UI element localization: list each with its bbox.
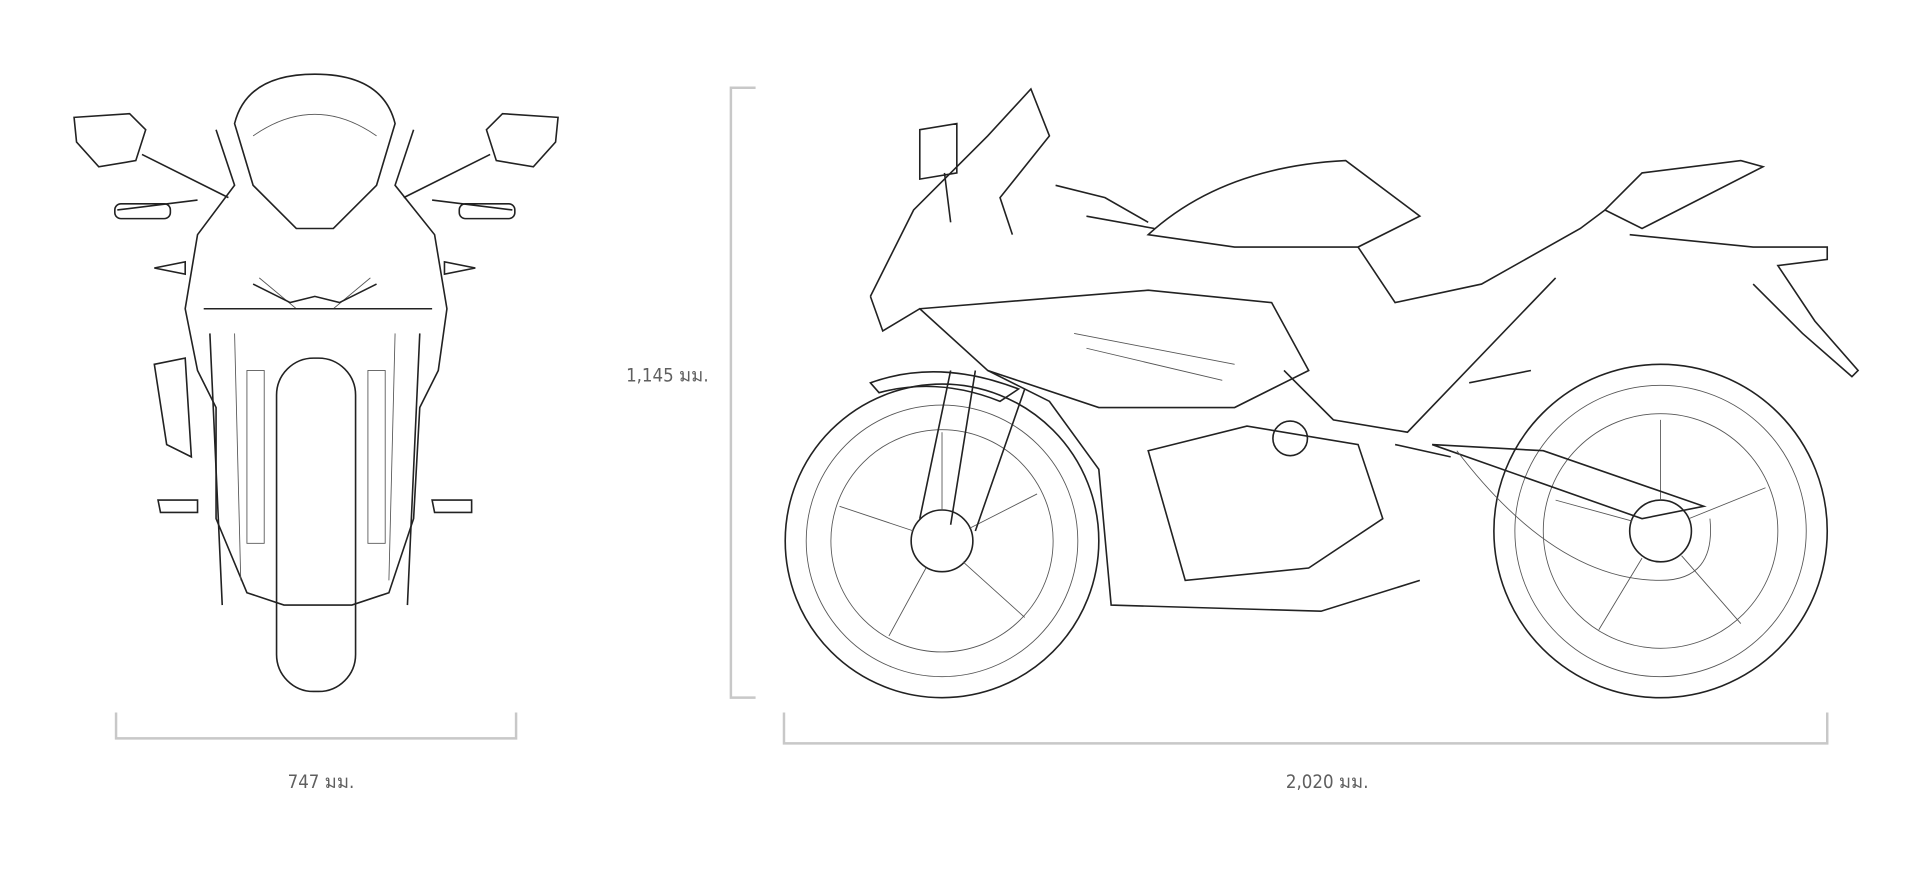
side-view-drawing	[784, 87, 1860, 699]
width-label: 747 มม.	[288, 772, 355, 793]
width-dimension-bracket	[114, 712, 518, 740]
length-label: 2,020 มม.	[1286, 772, 1369, 793]
length-dimension-bracket	[782, 712, 1829, 745]
height-dimension-bracket	[729, 86, 756, 699]
height-label: 1,145 มม.	[626, 366, 709, 387]
front-view-drawing	[73, 73, 559, 693]
